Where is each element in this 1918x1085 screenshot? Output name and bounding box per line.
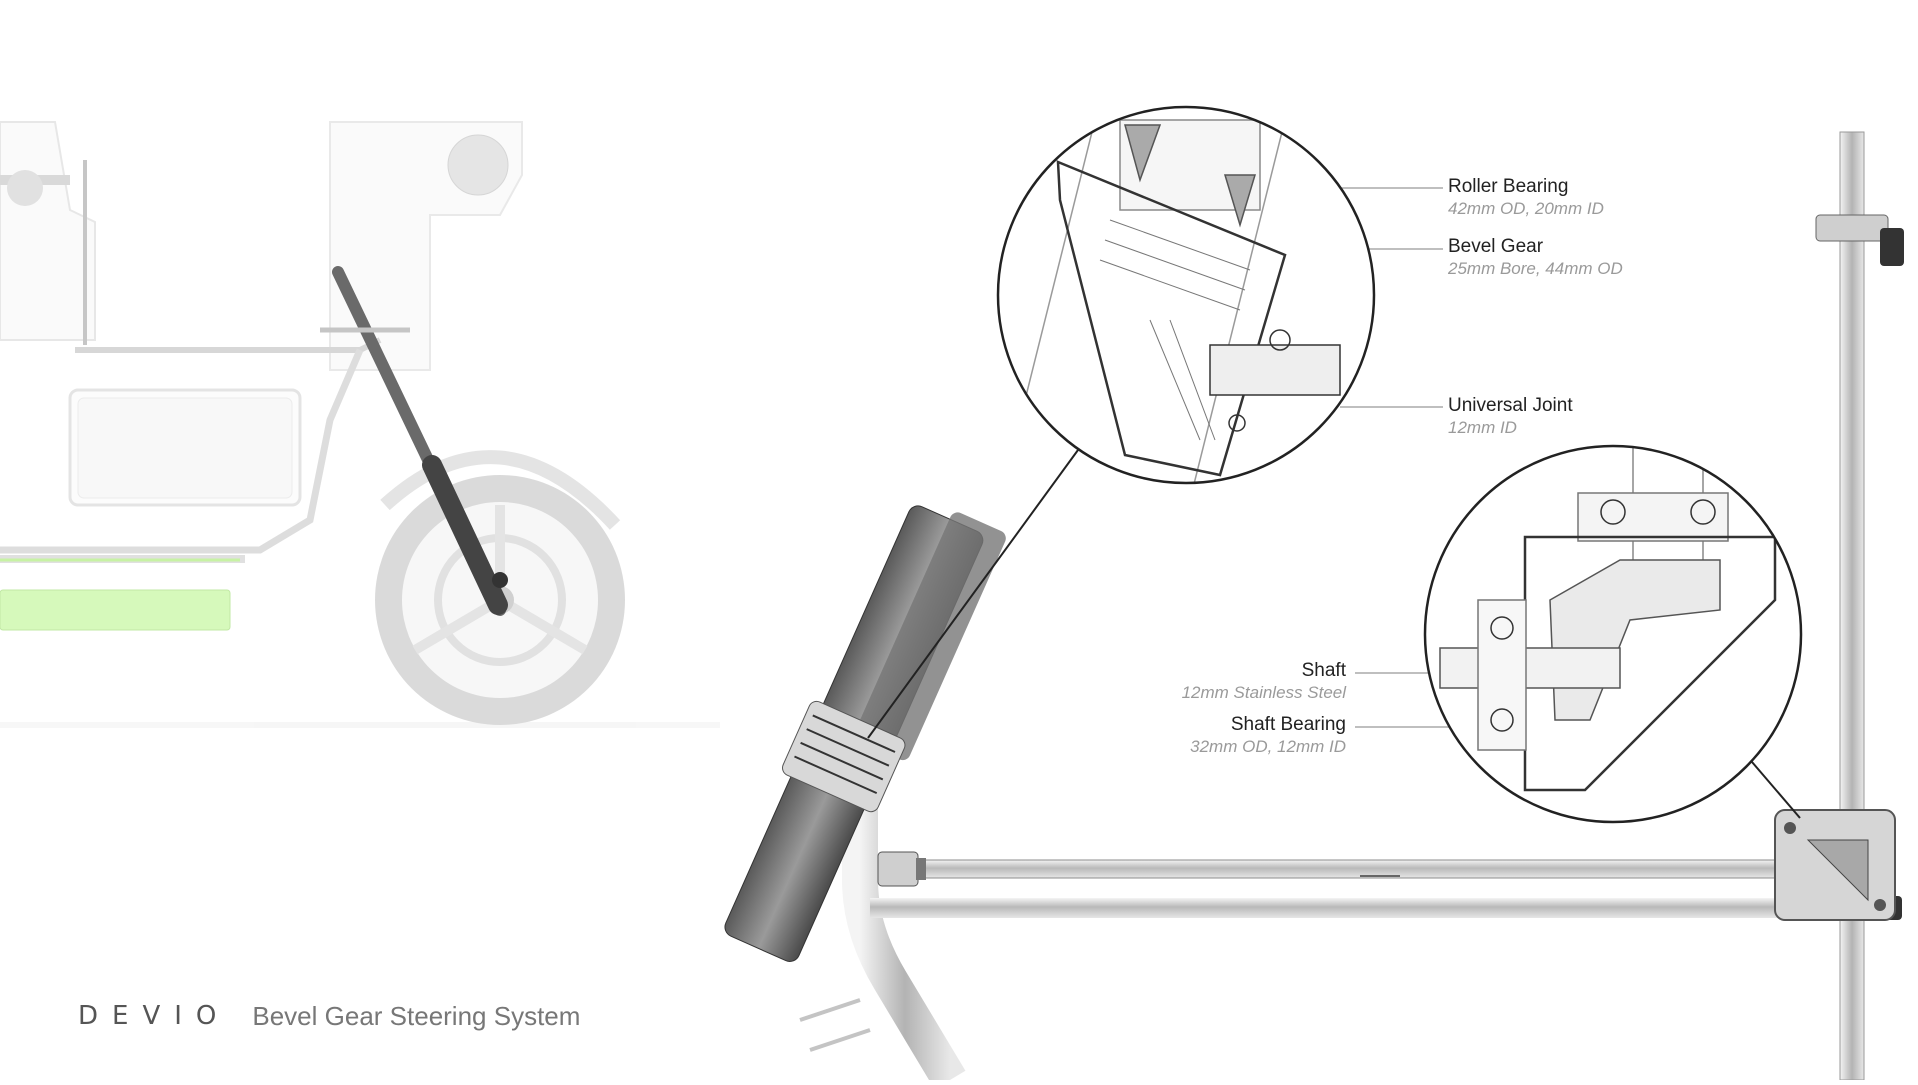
top-magnifier-ring bbox=[996, 105, 1376, 485]
detail-universal-joint bbox=[1209, 344, 1341, 396]
headlight bbox=[447, 134, 509, 196]
roller-bearing-spec: 42mm OD, 20mm ID bbox=[1448, 199, 1604, 218]
bevel-gear-spec: 25mm Bore, 44mm OD bbox=[1448, 259, 1623, 278]
steer-tube-back bbox=[854, 512, 1006, 761]
shaft-callout: Shaft 12mm Stainless Steel bbox=[1182, 660, 1346, 704]
frame-bent-tube bbox=[842, 760, 966, 1085]
detail-horizontal-shaft bbox=[1439, 647, 1621, 689]
detail-shaft-bearing-ball-2 bbox=[1490, 708, 1514, 732]
frame-stub-2 bbox=[809, 1028, 871, 1052]
universal-joint-collar bbox=[916, 858, 926, 880]
universal-joint-callout: Universal Joint 12mm ID bbox=[1448, 395, 1573, 439]
detail-housing bbox=[1056, 160, 1287, 477]
frame-lower-rail bbox=[870, 898, 1830, 918]
post-clamp-top bbox=[1880, 228, 1904, 266]
top-magnifier-leader bbox=[867, 449, 1079, 739]
detail-bolt-1 bbox=[1269, 329, 1291, 351]
brand-footer: DEVIO Bevel Gear Steering System bbox=[78, 996, 580, 1036]
brand-logo: DEVIO bbox=[78, 1001, 231, 1031]
detail-bolt-2 bbox=[1228, 414, 1246, 432]
bevel-gear-title: Bevel Gear bbox=[1448, 236, 1544, 257]
steer-tube-group bbox=[724, 505, 1006, 962]
shaft-bearing-callout: Shaft Bearing 32mm OD, 12mm ID bbox=[1190, 714, 1346, 758]
detail-shaft-bearing bbox=[1477, 599, 1527, 751]
detail-bearing-ball-1 bbox=[1600, 499, 1626, 525]
bottom-magnifier-leader bbox=[1751, 761, 1801, 819]
post-bracket-top bbox=[1815, 214, 1889, 242]
rear-body-panel bbox=[0, 121, 96, 341]
universal-joint-part bbox=[877, 851, 919, 887]
lower-rail bbox=[0, 348, 364, 554]
roller-bearing-title: Roller Bearing bbox=[1448, 176, 1569, 197]
corner-bevel-gear bbox=[1806, 839, 1869, 902]
detail-roller-left bbox=[1124, 124, 1162, 183]
ground-shadow bbox=[0, 722, 720, 728]
detail-top-bearing bbox=[1577, 492, 1729, 542]
shaft-spec: 12mm Stainless Steel bbox=[1181, 683, 1346, 702]
battery-pack bbox=[0, 589, 231, 631]
front-fender bbox=[380, 450, 621, 530]
top-magnifier bbox=[996, 105, 1376, 485]
scooter-illustration bbox=[0, 121, 720, 728]
fork-lower bbox=[422, 455, 508, 615]
vertical-post bbox=[1839, 131, 1865, 1081]
shaft-title: Shaft bbox=[1301, 660, 1346, 681]
bottom-magnifier bbox=[1423, 444, 1803, 824]
magnifier-leaders bbox=[867, 449, 1801, 819]
scooter-fork bbox=[320, 266, 508, 616]
rear-light bbox=[7, 170, 43, 206]
frame-stub-1 bbox=[799, 998, 861, 1022]
corner-bolt-1 bbox=[1784, 822, 1796, 834]
steering-assembly bbox=[724, 131, 1904, 1085]
gear-teeth bbox=[794, 714, 896, 795]
detail-tube-edge-2 bbox=[1189, 107, 1291, 483]
diagram-title: Bevel Gear Steering System bbox=[252, 1000, 581, 1031]
shaft-bearing-spec: 32mm OD, 12mm ID bbox=[1190, 737, 1346, 756]
fork-axle bbox=[492, 572, 508, 588]
corner-bolt-2 bbox=[1874, 899, 1886, 911]
bottom-magnifier-ring bbox=[1423, 444, 1803, 824]
battery-inner bbox=[77, 397, 293, 499]
detail-bevel-teeth bbox=[1099, 219, 1251, 441]
shaft-bearing-title: Shaft Bearing bbox=[1230, 714, 1346, 735]
universal-joint-spec: 12mm ID bbox=[1448, 418, 1517, 437]
detail-bearing-ball-2 bbox=[1690, 499, 1716, 525]
universal-joint-title: Universal Joint bbox=[1448, 395, 1573, 416]
detail-roller-right bbox=[1223, 174, 1257, 228]
bevel-gear-callout: Bevel Gear 25mm Bore, 44mm OD bbox=[1448, 236, 1623, 280]
roller-bearing-callout: Roller Bearing 42mm OD, 20mm ID bbox=[1448, 176, 1604, 220]
detail-shaft-bearing-ball-1 bbox=[1490, 616, 1514, 640]
